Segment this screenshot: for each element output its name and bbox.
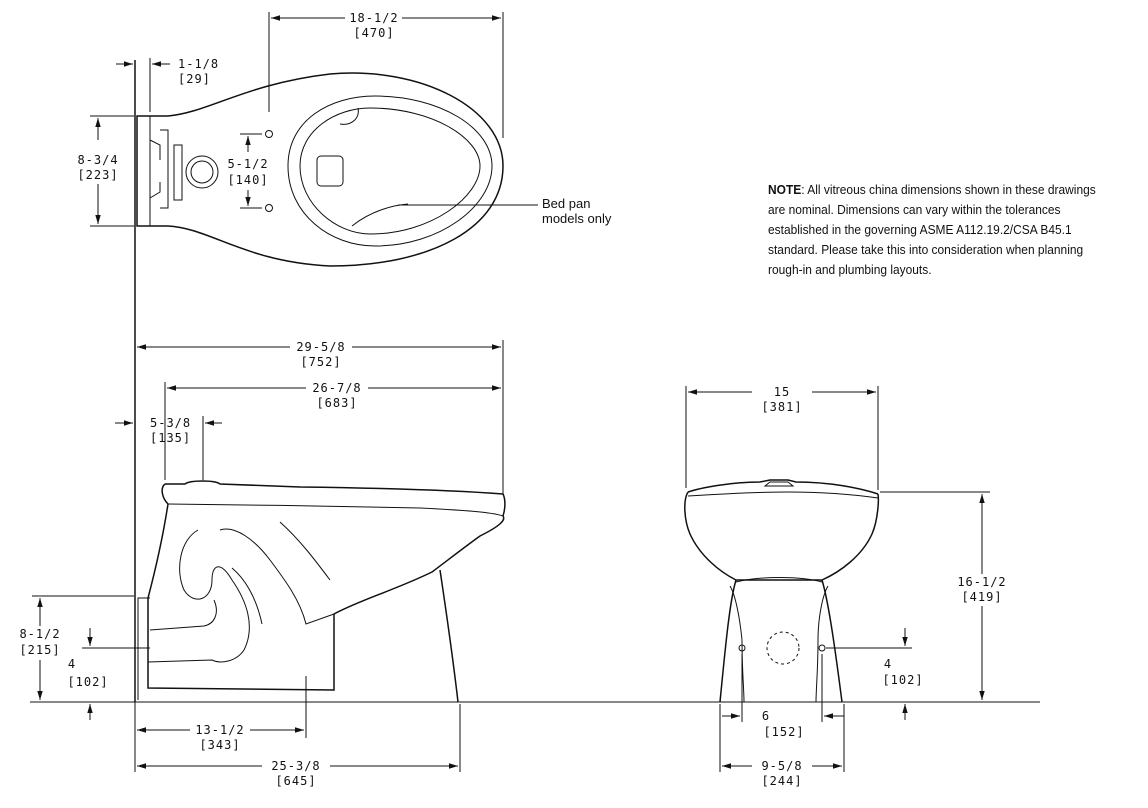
side-view-bowl-body <box>147 483 505 691</box>
side-view-bowl-inner <box>279 521 331 581</box>
dim-bolt-span-mm: [152] <box>763 725 804 739</box>
dim-base-width: 9-5/8 <box>761 759 802 773</box>
dim-front-bolt-height-mm: [102] <box>882 673 923 687</box>
top-view-back-ribs <box>149 116 169 226</box>
dim-outlet-height-mm: [102] <box>67 675 108 689</box>
note-body: : All vitreous china dimensions shown in… <box>768 182 1096 277</box>
dim-rim-height-mm: [419] <box>961 590 1002 604</box>
dim-rim-height: 16-1/2 <box>957 575 1006 589</box>
dim-overall-length: 29-5/8 <box>296 340 345 354</box>
dim-front-width-mm: [381] <box>761 400 802 414</box>
dim-top-depth: 8-3/4 <box>77 153 118 167</box>
top-view-bedpan-edge <box>351 203 409 227</box>
front-view: 15 [381] 16-1/2 [419] 4 [102] 6 [152] 9-… <box>684 385 1006 788</box>
dim-rim-offset-mm: [135] <box>150 431 191 445</box>
flush-spud-inner-icon <box>190 160 214 184</box>
dim-bolt-spacing: 5-1/2 <box>227 157 268 171</box>
front-view-pedestal <box>719 579 843 703</box>
flush-spud-outer-icon <box>185 155 219 189</box>
dim-inlet-height: 8-1/2 <box>19 627 60 641</box>
top-view-outlet <box>316 155 344 187</box>
front-view-rim-edge <box>687 491 879 499</box>
front-view-rim <box>687 479 879 495</box>
side-view: 29-5/8 [752] 26-7/8 [683] 5-3/8 [135] 8-… <box>19 340 1040 788</box>
callout-models-only: models only <box>542 211 612 226</box>
dim-outlet-distance: 13-1/2 <box>195 723 244 737</box>
dim-base-length-mm: [645] <box>275 774 316 788</box>
side-view-pedestal-front <box>439 569 459 703</box>
front-view-pedestal-top <box>735 577 823 583</box>
note-prefix: NOTE <box>768 182 802 197</box>
drawing-note: NOTE: All vitreous china dimensions show… <box>768 180 1116 280</box>
top-view-inlet-plate <box>173 144 183 201</box>
top-view-jet-edge <box>339 107 359 125</box>
front-view-pedestal-inner <box>729 585 829 703</box>
dim-top-back-offset-mm: [29] <box>178 72 211 86</box>
top-view-bowl-outline <box>136 72 504 267</box>
bolt-hole-icon <box>265 204 273 212</box>
dim-front-width: 15 <box>774 385 790 399</box>
front-view-spud <box>763 481 795 487</box>
dim-rim-length: 26-7/8 <box>312 381 361 395</box>
front-view-bowl <box>684 491 880 581</box>
dim-rim-length-mm: [683] <box>316 396 357 410</box>
dim-top-back-offset: 1-1/8 <box>178 57 219 71</box>
outlet-hidden-icon <box>766 631 800 665</box>
bolt-hole-icon <box>265 130 273 138</box>
dim-bolt-span: 6 <box>762 709 770 723</box>
side-view-trapway <box>147 528 335 663</box>
dim-inlet-height-mm: [215] <box>19 643 60 657</box>
dim-outlet-height: 4 <box>68 657 76 671</box>
dim-base-length: 25-3/8 <box>271 759 320 773</box>
bolt-cap-right-icon <box>818 644 826 652</box>
dim-outlet-distance-mm: [343] <box>199 738 240 752</box>
top-view-water-line <box>299 107 481 235</box>
side-view-rim <box>165 480 506 517</box>
dim-front-bolt-height: 4 <box>884 657 892 671</box>
callout-bed-pan: Bed pan <box>542 196 590 211</box>
dim-top-width: 18-1/2 <box>349 11 398 25</box>
dim-rim-offset: 5-3/8 <box>150 416 191 430</box>
top-view-bowl-inner <box>287 95 493 247</box>
dim-top-width-mm: [470] <box>353 26 394 40</box>
top-view: 18-1/2 [470] 1-1/8 [29] 8-3/4 [223] 5-1/… <box>77 11 612 702</box>
side-view-back-base <box>137 597 150 700</box>
bolt-cap-left-icon <box>738 644 746 652</box>
side-view-rim-underside <box>167 503 504 517</box>
dim-bolt-spacing-mm: [140] <box>227 173 268 187</box>
dim-base-width-mm: [244] <box>761 774 802 788</box>
dim-top-depth-mm: [223] <box>77 168 118 182</box>
dim-overall-length-mm: [752] <box>300 355 341 369</box>
